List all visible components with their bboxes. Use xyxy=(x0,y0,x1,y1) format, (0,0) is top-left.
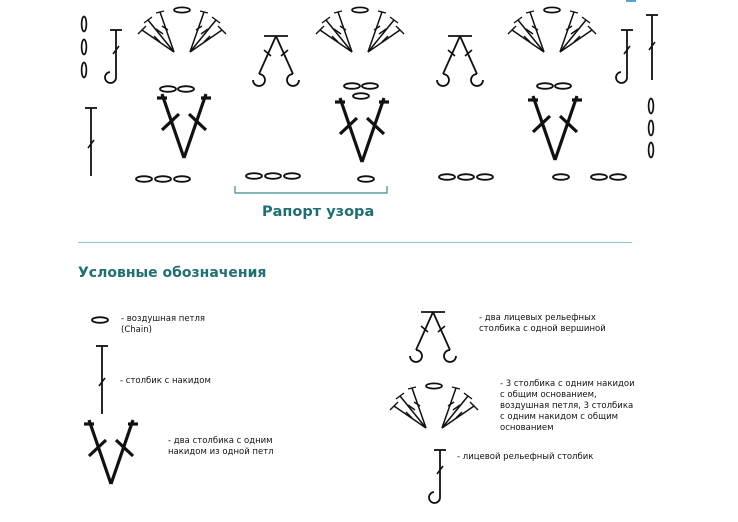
legend-text-shell-cluster: - 3 столбика с одним накидои с общим осн… xyxy=(500,379,635,433)
legend-text-chain: - воздушная петля (Chain) xyxy=(121,314,206,335)
legend-text-front-post-dc: - лицевой рельефный столбик xyxy=(457,452,594,462)
repeat-bracket xyxy=(234,186,388,194)
edge-marker xyxy=(626,0,636,2)
legend-symbols xyxy=(82,311,478,504)
legend-text-front-post-decrease: - два лицевых рельефных столбика с одной… xyxy=(479,313,606,334)
legend-text-v-stitch: - два столбика с одним накидом из одной … xyxy=(168,436,274,457)
pattern-diagram xyxy=(80,7,658,194)
legend-title: Условные обозначения xyxy=(78,265,267,281)
repeat-label: Рапорт узора xyxy=(262,204,375,220)
section-divider xyxy=(78,242,632,243)
legend-text-double-crochet: - столбик с накидом xyxy=(120,376,211,386)
